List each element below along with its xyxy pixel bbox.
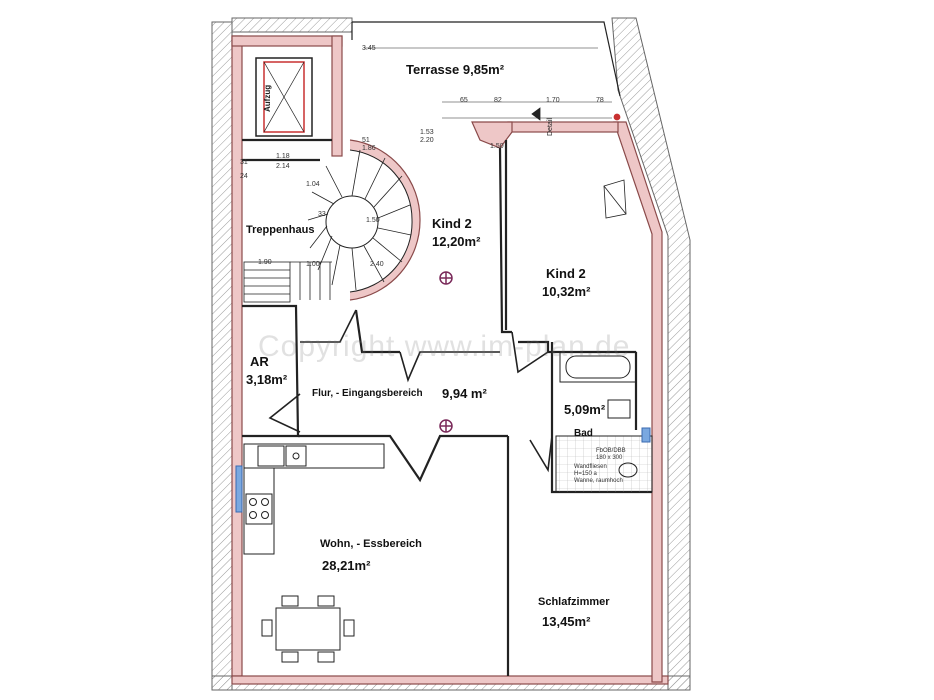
dim-text: 2.40 <box>370 261 384 268</box>
room-area-bad: 5,09m² <box>564 402 606 417</box>
kitchen <box>235 443 385 555</box>
room-name-kind2-right: Kind 2 <box>546 266 586 281</box>
room-area-kind2-left: 12,20m² <box>432 234 481 249</box>
dim-text: 2.20 <box>420 137 434 144</box>
room-name-wohn: Wohn, - Essbereich <box>320 538 422 550</box>
dim-text: 65 <box>460 97 468 104</box>
dim-text: 1.00 <box>306 261 320 268</box>
bad-notes: FbOB/DBB 180 x 300 Wandfliesen H=150 a W… <box>574 448 626 484</box>
ceiling-lights <box>439 271 453 433</box>
dim-text: 1.90 <box>258 259 272 266</box>
room-area-schlaf: 13,45m² <box>542 614 591 629</box>
dim-text: 1.50 <box>490 143 504 150</box>
dim-text: 1.50 <box>366 217 380 224</box>
room-area-ar: 3,18m² <box>246 372 288 387</box>
room-area-kind2-right: 10,32m² <box>542 284 591 299</box>
bad-note: 180 x 300 <box>596 455 623 461</box>
room-area-flur: 9,94 m² <box>442 386 487 401</box>
room-label-terrasse: Terrasse 9,85m² <box>406 62 505 77</box>
dim-text: 24 <box>240 173 248 180</box>
watermark: Copyright www.im-plan.de <box>258 330 631 363</box>
dim-text: 1.53 <box>420 129 434 136</box>
exterior-walls <box>231 35 669 685</box>
dim-text: 1.70 <box>546 97 560 104</box>
room-name-ar: AR <box>250 354 269 369</box>
room-name-bad: Bad <box>574 428 593 439</box>
dim-text: 3.45 <box>362 45 376 52</box>
room-name-flur: Flur, - Eingangsbereich <box>312 388 423 399</box>
straight-stair <box>243 261 332 303</box>
dim-text: 2.14 <box>276 163 290 170</box>
dim-text: 1.04 <box>306 181 320 188</box>
bathroom-fixtures <box>555 351 653 493</box>
dimension-labels: 3.45 65 82 1.70 78 1.18 2.14 51 1.86 1.5… <box>240 45 604 268</box>
room-name-kind2-left: Kind 2 <box>432 216 472 231</box>
spiral-staircase <box>307 139 421 301</box>
room-name-schlaf: Schlafzimmer <box>538 596 610 608</box>
bad-note: H=150 a <box>574 471 598 477</box>
elevator <box>255 57 313 137</box>
bad-note: Wanne, raumhoch <box>574 478 623 484</box>
dining-table <box>261 595 355 663</box>
dim-text: 1.86 <box>362 145 376 152</box>
dim-text: 82 <box>494 97 502 104</box>
bad-note: FbOB/DBB <box>596 448 626 454</box>
dim-text: 78 <box>596 97 604 104</box>
room-label-treppenhaus: Treppenhaus <box>246 224 315 236</box>
dim-text: 31 <box>240 159 248 166</box>
dim-text: 1.18 <box>276 153 290 160</box>
room-area-wohn: 28,21m² <box>322 558 371 573</box>
elevator-label: Aufzug <box>263 85 272 112</box>
detail-label: Detail <box>547 118 554 136</box>
terrace-details <box>531 107 627 219</box>
door-swings <box>268 309 553 473</box>
dim-text: 33 <box>318 211 326 218</box>
dim-text: 51 <box>362 137 370 144</box>
terrace-outline <box>351 21 621 119</box>
bad-note: Wandfliesen <box>574 464 607 470</box>
